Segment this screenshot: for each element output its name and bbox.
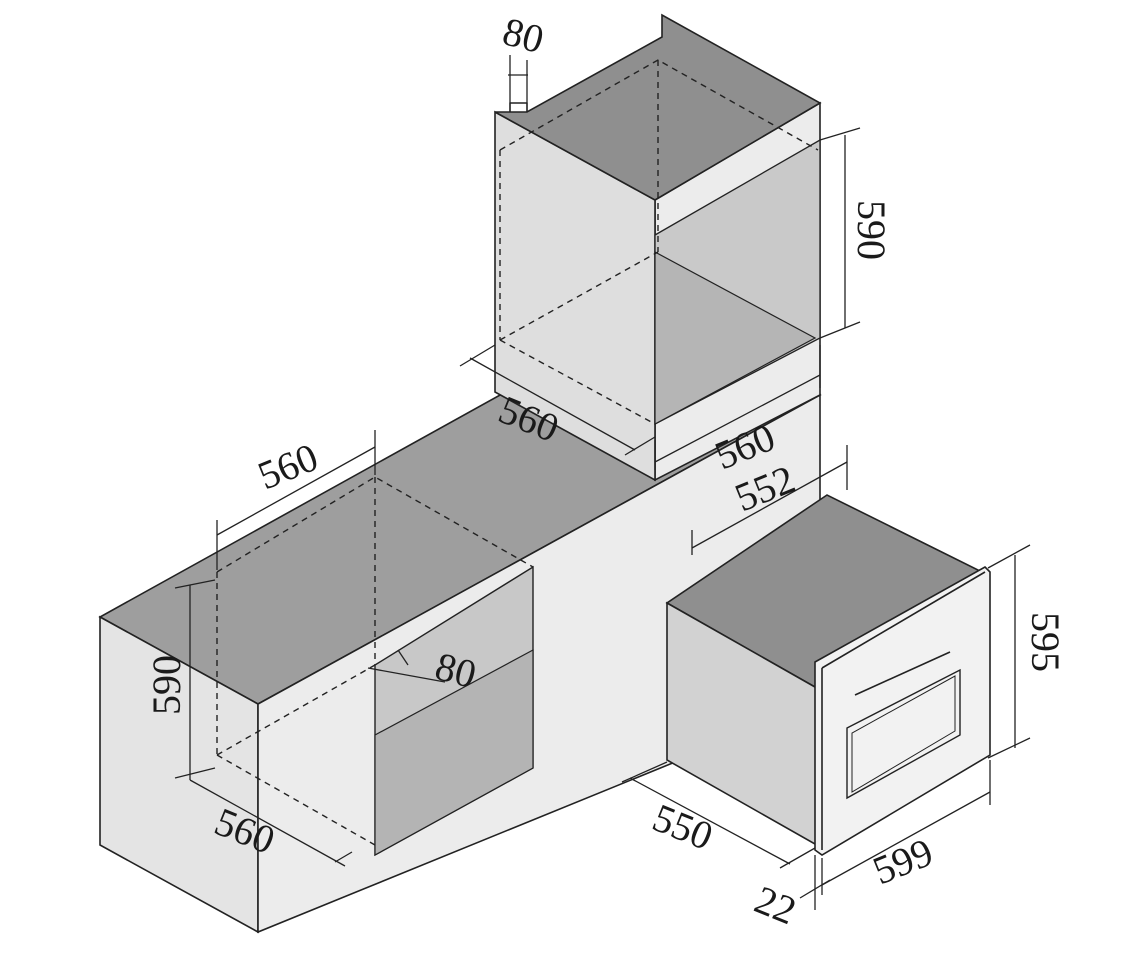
dim-tall-height: 590 [819,127,894,339]
oven-front-panel [814,566,991,856]
dim-label-base-width: 560 [252,434,324,498]
dim-oven-front-thickness: 22 [749,855,831,934]
dim-label-oven-front-width: 599 [867,829,939,893]
oven-window [846,668,961,800]
oven [665,494,991,856]
dim-label-oven-front-thickness: 22 [749,877,803,934]
dim-label-oven-body-depth: 550 [647,795,719,859]
dim-label-tall-height: 590 [849,200,894,260]
base-cavity-floor [374,648,534,857]
dim-tall-notch: 80 [498,8,548,103]
tall-cabinet-notch [509,102,528,112]
dim-label-oven-height: 595 [1023,612,1068,672]
tall-cavity-floor [654,250,817,426]
dim-label-tall-notch: 80 [498,8,548,62]
dim-label-base-height: 590 [144,655,189,715]
dim-base-height: 590 [144,579,216,780]
dim-oven-height: 595 [987,544,1068,759]
